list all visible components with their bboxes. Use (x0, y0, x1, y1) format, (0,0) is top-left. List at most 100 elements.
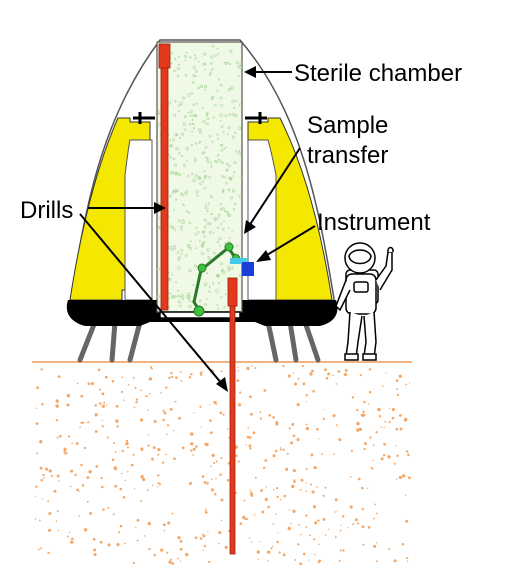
chamber-speckle (221, 227, 225, 231)
soil-speckle (90, 382, 94, 386)
soil-speckle (299, 562, 303, 566)
soil-speckle (113, 442, 115, 445)
soil-speckle (107, 506, 110, 510)
soil-speckle (86, 476, 90, 480)
soil-speckle (218, 531, 222, 535)
soil-speckle (203, 544, 207, 548)
soil-speckle (228, 436, 230, 439)
soil-speckle (327, 528, 330, 531)
soil-speckle (87, 421, 90, 424)
soil-speckle (190, 442, 194, 446)
soil-speckle (133, 406, 136, 409)
soil-speckle (291, 484, 295, 489)
chamber-speckle (235, 150, 238, 153)
soil-speckle (361, 525, 365, 529)
soil-speckle (151, 457, 154, 461)
soil-speckle (121, 449, 124, 453)
soil-speckle (157, 453, 160, 456)
soil-speckle (296, 438, 300, 442)
soil-speckle (79, 426, 81, 429)
soil-speckle (148, 377, 152, 381)
soil-speckle (309, 534, 312, 537)
soil-speckle (339, 549, 342, 552)
chamber-speckle (182, 96, 186, 100)
chamber-speckle (177, 294, 181, 298)
chamber-speckle (192, 66, 196, 69)
soil-speckle (272, 416, 275, 419)
soil-speckle (259, 417, 263, 420)
soil-speckle (395, 427, 399, 431)
chamber-speckle (188, 300, 191, 303)
chamber-speckle (220, 270, 224, 273)
chamber-speckle (186, 294, 190, 298)
chamber-speckle (212, 116, 215, 119)
soil-speckle (38, 519, 41, 522)
soil-speckle (136, 539, 139, 542)
chamber-speckle (219, 203, 222, 206)
soil-speckle (70, 540, 74, 544)
soil-speckle (383, 442, 386, 446)
soil-speckle (376, 512, 378, 515)
soil-speckle (322, 494, 325, 497)
chamber-speckle (185, 159, 188, 162)
soil-speckle (219, 411, 223, 415)
chamber-speckle (194, 114, 197, 117)
chamber-speckle (187, 174, 190, 178)
soil-speckle (204, 442, 208, 446)
chamber-speckle (210, 165, 213, 168)
soil-speckle (264, 459, 268, 462)
chamber-speckle (237, 74, 240, 77)
soil-speckle (135, 526, 137, 528)
chamber-speckle (176, 74, 180, 77)
soil-speckle (296, 403, 300, 407)
chamber-speckle (234, 203, 237, 206)
soil-speckle (242, 515, 246, 520)
soil-speckle (157, 481, 160, 485)
soil-speckle (382, 454, 386, 457)
soil-speckle (168, 560, 172, 564)
chamber-speckle (175, 133, 179, 137)
chamber-speckle (219, 222, 223, 225)
soil-speckle (151, 367, 153, 370)
chamber-speckle (198, 141, 201, 144)
soil-speckle (66, 403, 70, 407)
chamber-speckle (219, 120, 222, 122)
soil-speckle (55, 419, 59, 422)
soil-speckle (305, 426, 310, 431)
chamber-speckle (182, 204, 185, 207)
soil-speckle (71, 442, 73, 445)
chamber-speckle (219, 262, 223, 266)
soil-speckle (202, 370, 204, 373)
soil-speckle (114, 484, 118, 488)
chamber-speckle (202, 241, 206, 244)
soil-speckle (291, 422, 295, 426)
soil-speckle (220, 519, 223, 522)
chamber-speckle (208, 285, 211, 288)
soil-speckle (78, 490, 80, 492)
soil-speckle (245, 444, 247, 446)
chamber-speckle (239, 175, 242, 178)
soil-speckle (272, 454, 276, 458)
chamber-speckle (208, 222, 212, 225)
soil-speckle (322, 517, 326, 521)
chamber-speckle (238, 150, 241, 153)
chamber-speckle (220, 296, 223, 299)
soil-speckle (103, 401, 106, 404)
chamber-speckle (232, 208, 236, 211)
chamber-speckle (203, 84, 208, 89)
chamber-speckle (226, 210, 228, 213)
soil-speckle (117, 531, 121, 534)
soil-speckle (335, 383, 338, 385)
soil-speckle (363, 442, 367, 446)
chamber-speckle (205, 114, 208, 117)
soil-speckle (362, 543, 365, 546)
soil-speckle (189, 482, 192, 485)
soil-speckle (334, 536, 337, 539)
soil-speckle (297, 543, 300, 546)
soil-speckle (140, 389, 142, 392)
chamber-speckle (224, 210, 227, 213)
soil-speckle (162, 461, 165, 464)
soil-speckle (316, 486, 318, 488)
soil-speckle (359, 374, 362, 377)
soil-speckle (374, 503, 376, 506)
